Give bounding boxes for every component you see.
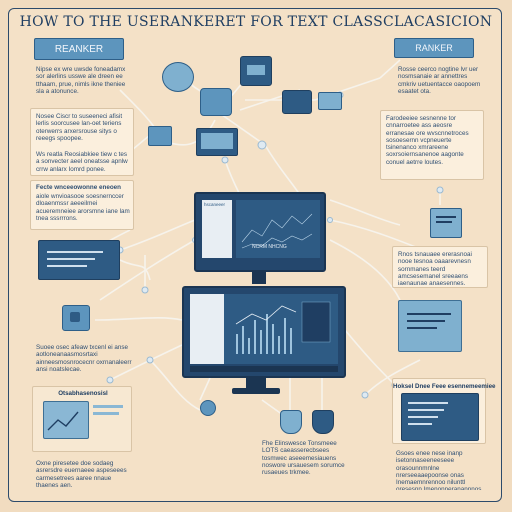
shield-icon [280, 410, 302, 434]
bottom-left-card-title: Otsabhasenosisl [58, 390, 108, 397]
globe-node-icon [162, 62, 194, 92]
monitor-main-sidebar [190, 294, 224, 364]
database-icon [200, 88, 232, 116]
card-icon [318, 92, 342, 110]
monitor-top-stand [252, 272, 266, 284]
shield-icon [312, 410, 334, 434]
text-block-mid-right: Farodeeiee sesnenne tor cnnarroetee ass … [386, 115, 469, 166]
reanker-badge: REANKER [34, 38, 124, 60]
bottom-right-card-inner [401, 393, 479, 441]
document-icon [430, 208, 462, 238]
text-block-right-c: Rnos tsnauaee ererasnoai nooe tesnoa oaa… [398, 251, 472, 285]
doc-icon [93, 412, 119, 415]
monitor-top-tag: hscaneeer [204, 202, 226, 207]
chart-icon [235, 301, 331, 354]
panel-mid-left: Nosee Ciscr to suseeneci afisit lerlis s… [30, 108, 134, 176]
monitor-main-stand [246, 378, 266, 388]
text-block-bottom-right: Gsoes enee nese inanp isetonnaseeneeseee… [396, 450, 482, 490]
bottom-right-card-title: Hoksel Dnee Feee esennemeemiee [393, 383, 496, 390]
left-text-card [38, 240, 120, 280]
monitor-top-sidebar [202, 200, 232, 258]
monitor-main-taskbar [190, 366, 338, 372]
panel-right-c: Rnos tsnauaee ererasnoai nooe tesnoa oaa… [392, 246, 488, 288]
folder-icon [282, 90, 312, 114]
screen-icon [196, 128, 238, 156]
monitor-top-screen: NCRM NHCNG [236, 200, 320, 258]
line-icon [47, 251, 103, 253]
monitor-main-screen [190, 294, 338, 364]
text-block-bottom-left-a: Suoee osec afeaw txcenl ei anse aotlonea… [36, 344, 132, 373]
text-block-bottom-center: Fhe Elinswesce Tonsmeee LOTS caeasserecb… [262, 440, 345, 477]
panel-left-c: Fecte wnceeowonne eneoen aiole wnvioasoo… [30, 180, 134, 230]
card-icon [148, 126, 172, 146]
chart-icon [43, 401, 89, 439]
page-title: HOW TO THE USERANKERET FOR TEXT CLASSCLA… [19, 14, 493, 30]
left-c-title: Fecte wnceeowonne eneoen [36, 184, 122, 191]
monitor-main-base [232, 388, 280, 394]
right-text-card [398, 300, 462, 352]
text-block-mid-left-a: Nosee Ciscr to suseeneci afisit lerlis s… [36, 113, 123, 142]
monitor-top: NCRM NHCNG hscaneeer [194, 192, 326, 272]
tablet-icon [62, 305, 90, 331]
tablet-icon [240, 56, 272, 86]
text-block-top-right: Rosse ceerco nogtine lvr uer nosmsanaie … [398, 66, 481, 95]
line-icon [47, 258, 95, 260]
ranker-badge: RANKER [394, 38, 474, 58]
text-block-left-c: aiole wnvioasooe soesnernccer dloaenmssr… [36, 193, 130, 222]
bottom-right-card: Hoksel Dnee Feee esennemeemiee [392, 378, 496, 444]
doc-icon [93, 405, 123, 408]
circle-node-icon [200, 400, 216, 416]
monitor-top-caption: NCRM NHCNG [252, 244, 287, 250]
line-icon [47, 265, 87, 267]
monitor-main [182, 286, 346, 378]
bottom-left-card: Otsabhasenosisl [32, 386, 132, 452]
text-block-top-left: Nipse ex wre uwsde foneadamx sor alerlin… [36, 66, 126, 95]
text-block-mid-left-b: Ws reatla Reosiabkiee tiew c tes a sonve… [36, 151, 128, 173]
panel-mid-right: Farodeeiee sesnenne tor cnnarroetee ass … [380, 110, 484, 180]
text-block-bottom-left-b: Oxne piresetee doe sodaeg asrersdre euer… [36, 460, 127, 489]
